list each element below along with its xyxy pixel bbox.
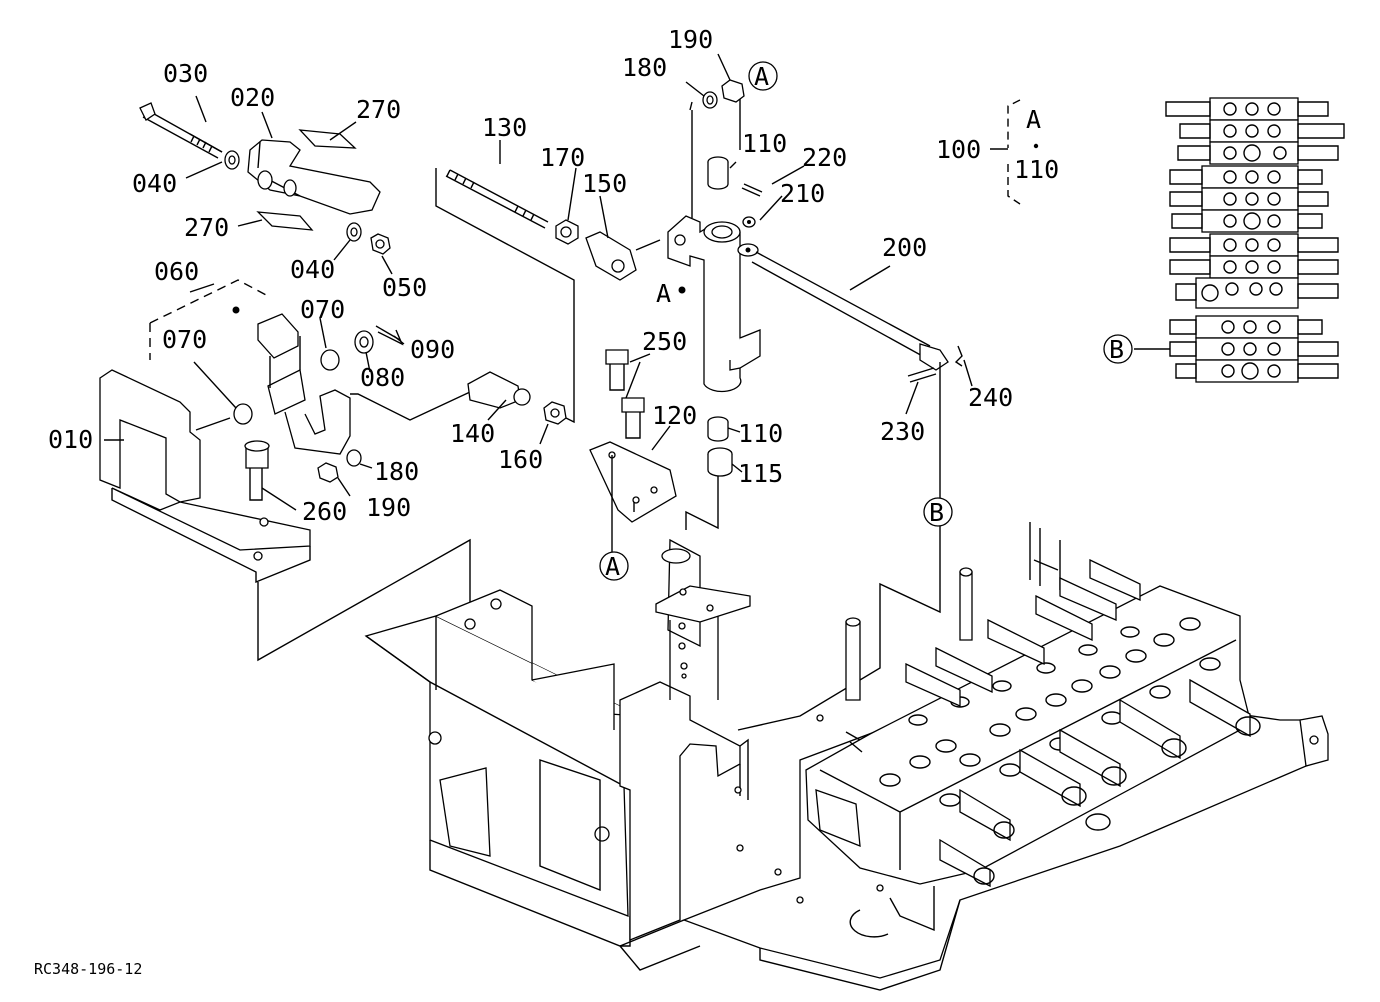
callout-130: 130 — [482, 113, 527, 142]
callout-180-left: 180 — [374, 457, 419, 486]
callout-260: 260 — [302, 497, 347, 526]
frame-structure — [364, 538, 751, 971]
set-bracket — [990, 99, 1039, 205]
callout-labels: 030 020 270 040 270 040 050 060 070 070 … — [48, 25, 1059, 526]
pedal-assembly — [99, 102, 567, 662]
callout-110-set: 110 — [1014, 155, 1059, 184]
callout-220: 220 — [802, 143, 847, 172]
callout-250: 250 — [642, 327, 687, 356]
callout-160: 160 — [498, 445, 543, 474]
callout-050: 050 — [382, 273, 427, 302]
callout-070-upper: 070 — [300, 295, 345, 324]
callout-190-top: 190 — [668, 25, 713, 54]
drawing-reference-number: RC348-196-12 — [34, 960, 142, 978]
callout-270-top: 270 — [356, 95, 401, 124]
callout-170: 170 — [540, 143, 585, 172]
callout-120: 120 — [652, 401, 697, 430]
callout-115: 115 — [738, 459, 783, 488]
callout-210: 210 — [780, 179, 825, 208]
lever-point-a: A — [656, 279, 671, 308]
callout-090: 090 — [410, 335, 455, 364]
callout-070-lower: 070 — [162, 325, 207, 354]
callout-230: 230 — [880, 417, 925, 446]
callout-040-left: 040 — [132, 169, 177, 198]
rod-linkage — [435, 168, 661, 424]
callout-200: 200 — [882, 233, 927, 262]
reference-markers: A A B B — [599, 61, 1133, 581]
callout-leaders — [104, 53, 973, 511]
lever-shaft — [667, 79, 763, 530]
rod-200 — [737, 243, 963, 731]
set-marker-a: A — [1026, 105, 1041, 134]
callout-110-top: 110 — [742, 129, 787, 158]
callout-020: 020 — [230, 83, 275, 112]
callout-270-lower: 270 — [184, 213, 229, 242]
control-valve-bank — [805, 558, 1261, 888]
callout-100: 100 — [936, 135, 981, 164]
marker-a-top: A — [754, 62, 769, 91]
callout-150: 150 — [582, 169, 627, 198]
callout-080: 080 — [360, 363, 405, 392]
valve-stack-inset — [1134, 97, 1345, 383]
callout-140: 140 — [450, 419, 495, 448]
callout-240: 240 — [968, 383, 1013, 412]
bracket-assembly — [589, 349, 677, 552]
callout-180-top: 180 — [622, 53, 667, 82]
callout-190-left: 190 — [366, 493, 411, 522]
callout-010: 010 — [48, 425, 93, 454]
callout-040-right: 040 — [290, 255, 335, 284]
marker-b-mid: B — [929, 498, 944, 527]
callout-110-lower: 110 — [738, 419, 783, 448]
callout-060: 060 — [154, 257, 199, 286]
marker-b-inset: B — [1109, 335, 1124, 364]
marker-a-bottom: A — [605, 552, 620, 581]
callout-030: 030 — [163, 59, 208, 88]
